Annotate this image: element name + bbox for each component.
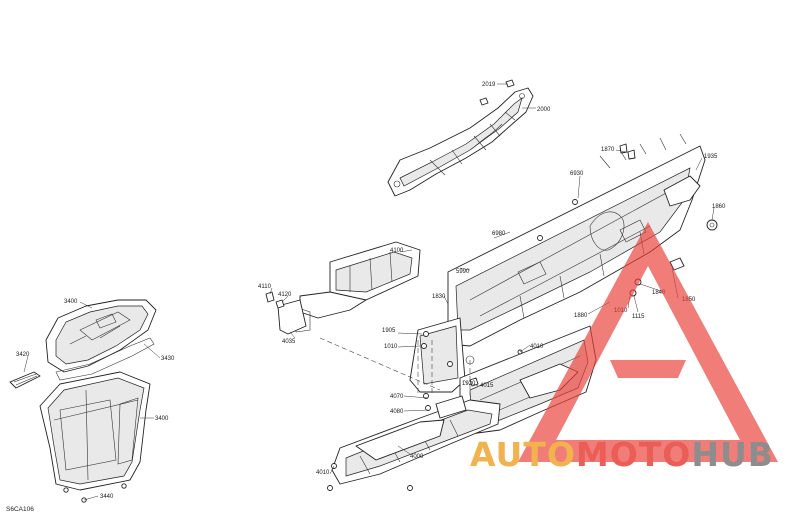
callout-1010a: 1010 xyxy=(384,344,398,350)
callout-4120: 4120 xyxy=(278,292,292,298)
callout-2019: 2019 xyxy=(482,82,496,88)
clip-3440 xyxy=(63,483,127,503)
callout-1880: 1880 xyxy=(574,313,588,319)
callout-1935: 1935 xyxy=(704,154,718,160)
cover-part-4100 xyxy=(291,241,421,333)
automotohub-watermark: AUTOMOTOHUB xyxy=(470,222,778,474)
callout-4010a: 4010 xyxy=(530,344,544,350)
callout-1860: 1860 xyxy=(712,204,726,210)
bolt-2019b xyxy=(479,97,489,106)
main-frame-assembly xyxy=(447,133,706,347)
callout-2000: 2000 xyxy=(537,107,551,113)
callout-4070: 4070 xyxy=(390,394,404,400)
floor-tray-part-4000 xyxy=(327,393,501,491)
callout-3400: 3400 xyxy=(64,299,78,305)
callout-4110: 4110 xyxy=(258,284,272,290)
seal-3430 xyxy=(55,337,155,381)
callout-4100: 4100 xyxy=(390,248,404,254)
assembly-lines xyxy=(319,337,471,396)
callout-6980: 6980 xyxy=(492,231,506,237)
callout-1840: 1840 xyxy=(652,290,666,296)
callout-4015: 4015 xyxy=(480,383,494,389)
bolt-4110 xyxy=(265,291,275,303)
callout-1830: 1830 xyxy=(432,294,446,300)
watermark-text: AUTOMOTOHUB xyxy=(470,435,774,474)
watermark-part-hub: HUB xyxy=(691,435,774,474)
callout-1115: 1115 xyxy=(632,314,645,320)
callout-4010b: 4010 xyxy=(316,470,330,476)
callout-1920: 1920 xyxy=(462,381,476,387)
callout-4035: 4035 xyxy=(282,339,296,345)
latch-3420 xyxy=(9,371,41,389)
callout-1870: 1870 xyxy=(601,147,615,153)
bracket-4035 xyxy=(277,299,307,335)
callout-3400b: 3400 xyxy=(155,416,169,422)
callout-1905: 1905 xyxy=(382,328,396,334)
storage-bin-3400 xyxy=(39,371,151,491)
leader-lines xyxy=(23,83,715,501)
watermark-triangle-logo xyxy=(518,222,778,462)
watermark-part-moto: MOTO xyxy=(576,435,691,474)
callout-5990: 5990 xyxy=(456,269,470,275)
storage-bin-lid-3400 xyxy=(45,299,157,373)
callout-6930: 6930 xyxy=(570,171,584,177)
callout-3420: 3420 xyxy=(16,352,30,358)
diagram-reference-code: S6CA106 xyxy=(6,506,34,513)
bolt-2019 xyxy=(505,79,515,88)
watermark-part-auto: AUTO xyxy=(470,435,576,474)
callout-4000: 4000 xyxy=(410,454,424,460)
callout-4080: 4080 xyxy=(390,409,404,415)
callout-3440: 3440 xyxy=(100,494,114,500)
callout-3430: 3430 xyxy=(161,356,175,362)
upper-rail-part-2000 xyxy=(387,87,534,197)
